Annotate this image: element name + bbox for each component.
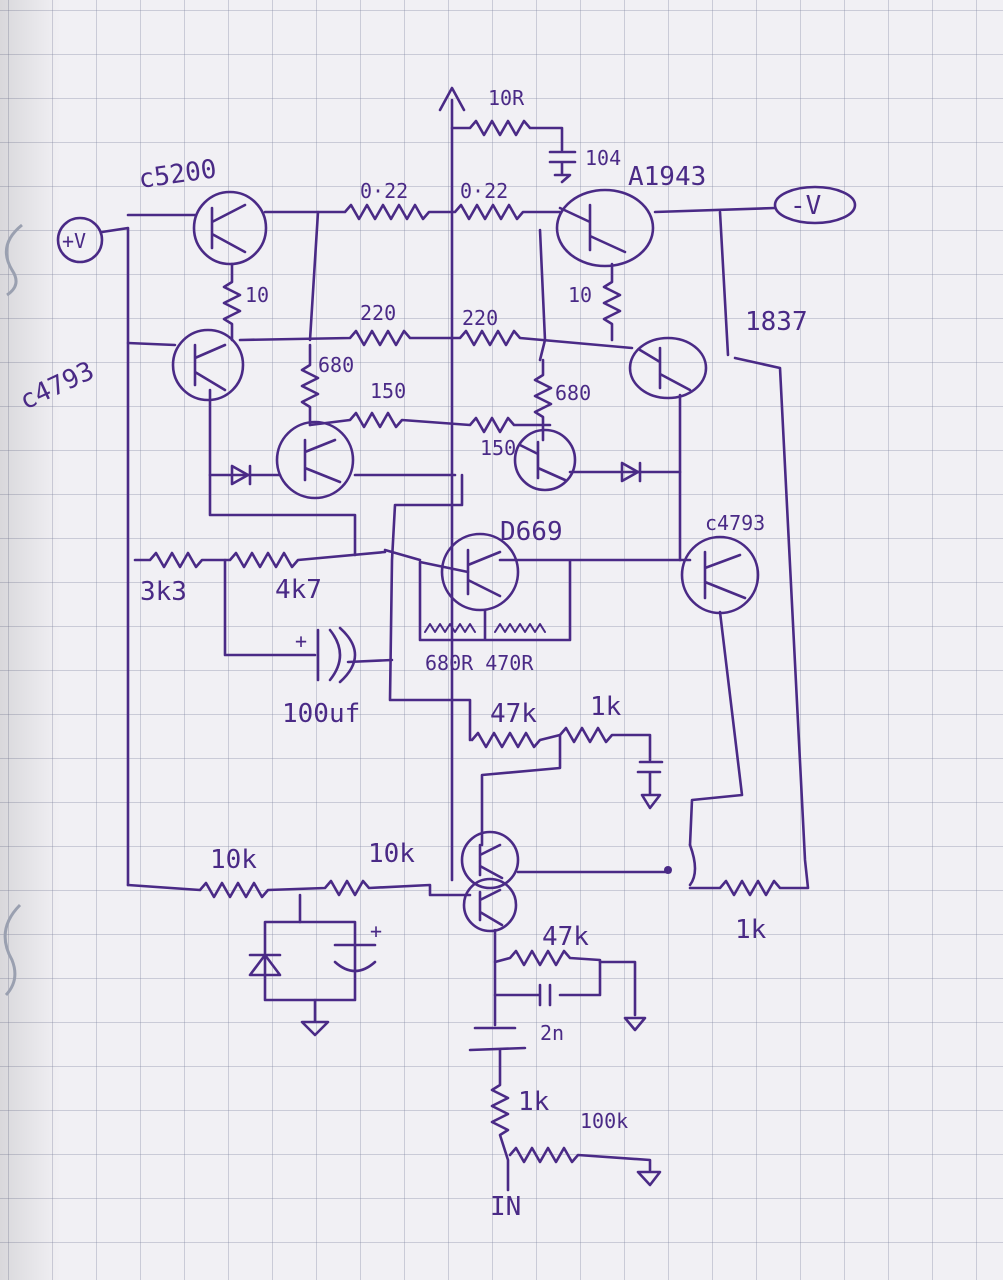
capacitor-100uf xyxy=(316,626,394,684)
label-680r-470r: 680R 470R xyxy=(425,651,534,675)
label-d669: D669 xyxy=(500,517,563,547)
label-022-left: 0·22 xyxy=(360,179,408,203)
label-c5200: c5200 xyxy=(137,154,219,195)
label-100k: 100k xyxy=(580,1109,628,1133)
label-150-left: 150 xyxy=(370,379,406,403)
vas-rail-wiring xyxy=(383,473,472,742)
label-plus-cap: + xyxy=(370,919,382,943)
driver-transistor-left xyxy=(126,328,245,402)
base-resistors-10 xyxy=(222,262,622,342)
driver-transistor-right xyxy=(628,336,708,400)
label-a1943: A1943 xyxy=(628,162,706,192)
label-220-left: 220 xyxy=(360,301,396,325)
label-680-left: 680 xyxy=(318,353,354,377)
resistors-680 xyxy=(300,343,553,442)
label-10-left: 10 xyxy=(245,283,269,307)
labels: +V -V c5200 A1943 10R 104 0·22 0·22 10 1… xyxy=(15,86,821,1222)
label-47k-top: 47k xyxy=(490,699,537,729)
zener-and-cap xyxy=(248,920,377,1037)
plus-v-terminal xyxy=(56,216,104,264)
label-220-right: 220 xyxy=(462,306,498,330)
output-zobel xyxy=(438,86,577,882)
label-minus-v: -V xyxy=(790,191,821,221)
label-plus-v: +V xyxy=(62,229,86,253)
label-10k-left: 10k xyxy=(210,845,257,875)
label-c4793-right: c4793 xyxy=(705,511,765,535)
supply-rails xyxy=(56,185,857,887)
resistors-3k3-4k7 xyxy=(133,550,387,657)
label-1k-top: 1k xyxy=(590,692,622,722)
label-in: IN xyxy=(490,1192,521,1222)
label-2n: 2n xyxy=(540,1021,564,1045)
label-4k7: 4k7 xyxy=(275,575,322,605)
minus-v-terminal xyxy=(773,185,857,225)
label-10-right: 10 xyxy=(568,283,592,307)
diodes xyxy=(208,388,682,562)
label-104: 104 xyxy=(585,146,621,170)
d669-transistor xyxy=(418,532,692,642)
label-plus-100uf: + xyxy=(295,629,307,653)
label-100uf: 100uf xyxy=(282,699,360,729)
label-47k-bottom: 47k xyxy=(542,922,589,952)
label-c4793-left: c4793 xyxy=(15,356,99,416)
bias-transistor-right xyxy=(513,428,577,492)
resistors-150 xyxy=(308,411,552,434)
c5200-transistor xyxy=(192,190,268,266)
label-10r: 10R xyxy=(488,86,525,110)
label-1837: 1837 xyxy=(745,307,808,337)
c4793-vas-transistor xyxy=(680,535,760,847)
label-150-right: 150 xyxy=(480,436,516,460)
resistors-10k xyxy=(126,879,472,924)
notebook-spiral xyxy=(3,223,23,997)
a1943-transistor xyxy=(555,188,655,268)
bottom-network xyxy=(468,928,647,1052)
right-feedback-line xyxy=(688,356,810,897)
input-network xyxy=(490,1048,662,1192)
label-022-right: 0·22 xyxy=(460,179,508,203)
bias-transistor-left xyxy=(275,420,355,500)
label-680-right: 680 xyxy=(555,381,591,405)
label-10k-right: 10k xyxy=(368,839,415,869)
feedback-resistors xyxy=(470,726,664,847)
resistors-220 xyxy=(238,228,634,362)
input-pair xyxy=(460,830,697,933)
label-1k-bottom: 1k xyxy=(518,1087,550,1117)
emitter-resistors xyxy=(263,203,562,342)
label-1k-right: 1k xyxy=(735,915,767,945)
label-3k3: 3k3 xyxy=(140,577,187,607)
